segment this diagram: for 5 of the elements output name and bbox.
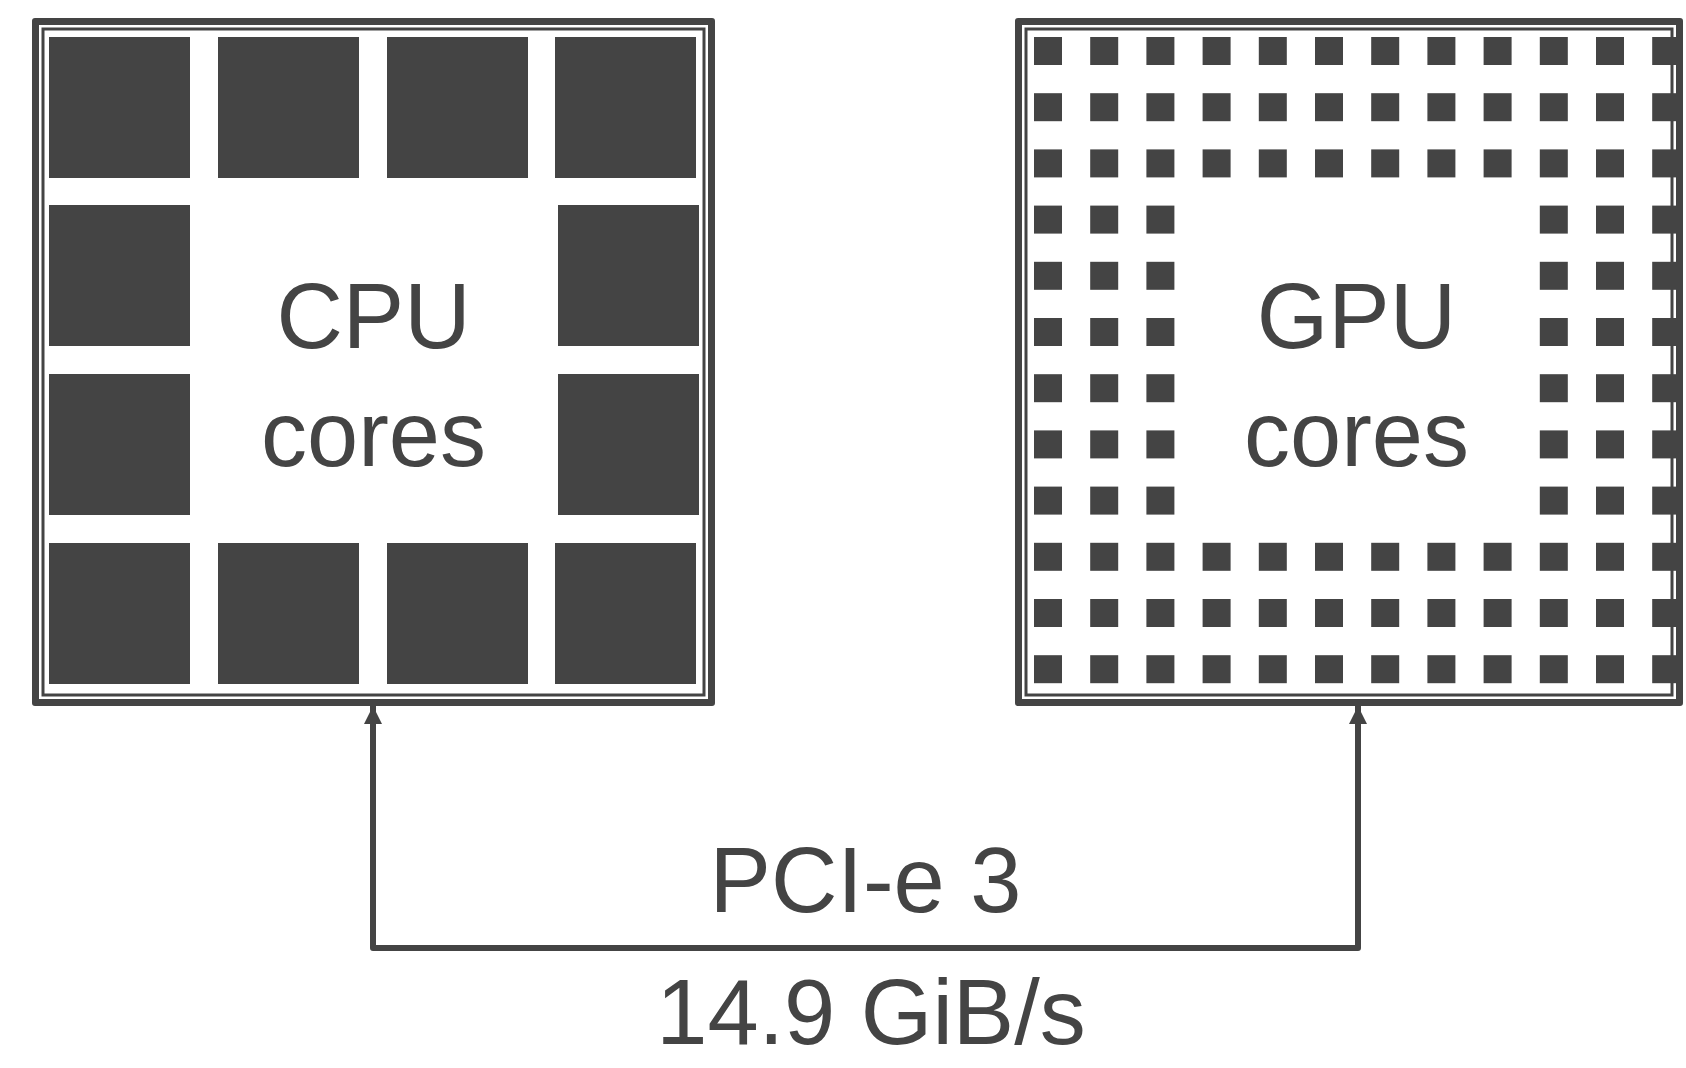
chip-label: CPU cores [260, 264, 487, 487]
bandwidth-label: 14.9 GiB/s [656, 960, 1086, 1065]
connector-arrow [364, 706, 1367, 951]
edge-label: PCI-e 3 [709, 828, 1022, 933]
chip-label: GPU cores [1243, 264, 1470, 487]
